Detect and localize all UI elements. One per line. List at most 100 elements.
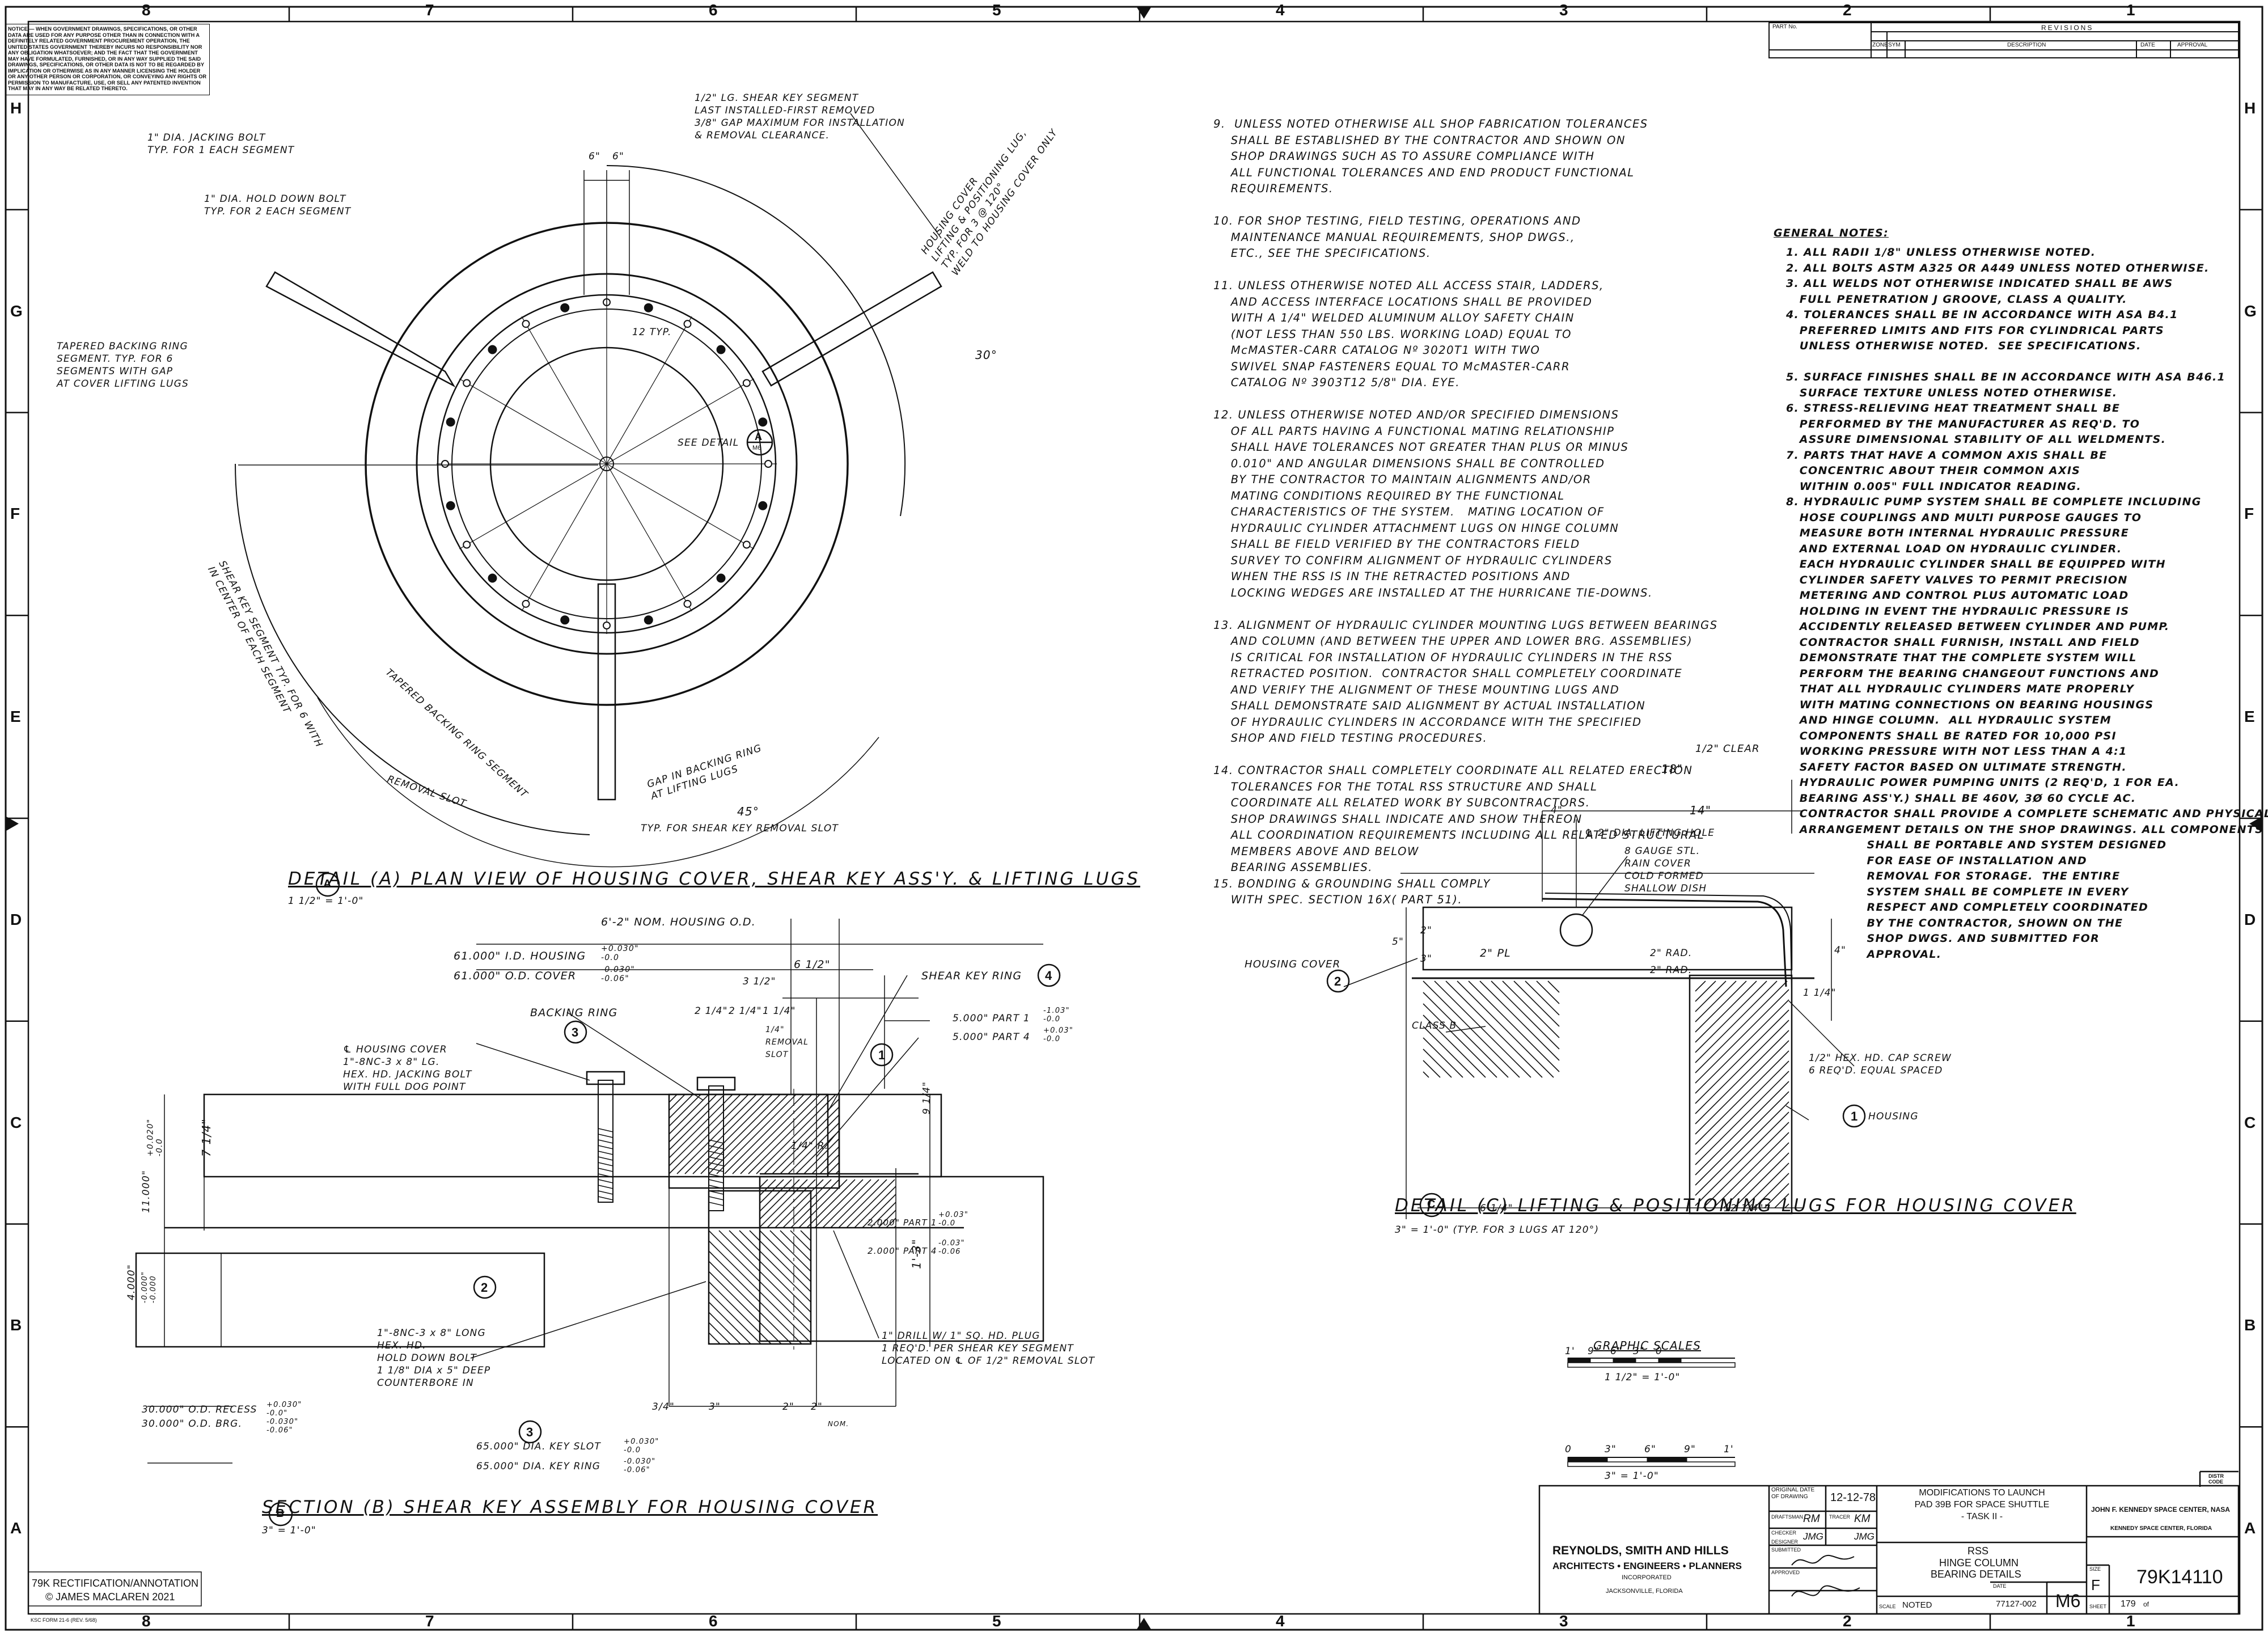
original-date: 12-12-78 bbox=[1830, 1491, 1876, 1504]
part4b-label: 2.000" PART 4 bbox=[868, 1246, 937, 1256]
dim-30-deg: 30° bbox=[975, 348, 998, 362]
job-number: 77127-002 bbox=[1996, 1599, 2037, 1609]
housing-label-c: HOUSING bbox=[1868, 1111, 1919, 1122]
detail-lifting-lugs bbox=[1343, 780, 1855, 1219]
dim-2b: 2" bbox=[811, 1401, 823, 1413]
bubble-b: B bbox=[276, 1507, 285, 1520]
zone-col-7-top: 7 bbox=[425, 1, 434, 19]
shear-key-ring-label: SHEAR KEY RING bbox=[921, 970, 1022, 982]
zone-col-4-bottom: 4 bbox=[1276, 1612, 1285, 1630]
dim-1-25: 1 1/4" bbox=[763, 1005, 796, 1017]
zone-col-6-bottom: 6 bbox=[709, 1612, 718, 1630]
key-ring-label: 65.000" DIA. KEY RING bbox=[476, 1461, 601, 1472]
part-no-label: PART No. bbox=[1772, 24, 1797, 30]
part1-label: 5.000" PART 1 bbox=[953, 1013, 1030, 1024]
part1b-tol: +0.03" -0.0 bbox=[938, 1211, 969, 1228]
hold-down-bolt-label: 1"-8NC-3 x 8" LONG HEX. HD. HOLD DOWN BO… bbox=[377, 1328, 491, 1389]
bubble-2: 2 bbox=[481, 1280, 488, 1295]
tol-11000: +0.020" -0.0 bbox=[146, 1118, 164, 1157]
nom-label: NOM. bbox=[828, 1420, 849, 1428]
rss-title: RSS bbox=[1967, 1545, 1989, 1557]
clear-label: 1/2" CLEAR bbox=[1695, 743, 1760, 755]
original-date-label: ORIGINAL DATE OF DRAWING bbox=[1771, 1487, 1815, 1500]
brg-label: 30.000" O.D. BRG. bbox=[142, 1418, 243, 1430]
dim-12-25: 12 1/4" bbox=[1724, 1203, 1764, 1214]
quarter-r: 1/4" R. bbox=[791, 1140, 829, 1152]
zone-col-1-top: 1 bbox=[2126, 1, 2135, 19]
checker: JMG bbox=[1854, 1531, 1875, 1542]
zone-row-E-left: E bbox=[10, 708, 21, 726]
zone-col-5-top: 5 bbox=[992, 1, 1001, 19]
dim-4000: 4.000" bbox=[125, 1264, 137, 1300]
size-label: SIZE bbox=[2089, 1566, 2101, 1572]
lifting-hole: ℄ 2" DIA. LIFTING HOLE bbox=[1585, 827, 1715, 839]
sheet-label: SHEET bbox=[2089, 1604, 2107, 1609]
bearing-title: BEARING DETAILS bbox=[1931, 1569, 2021, 1580]
firm-city: JACKSONVILLE, FLORIDA bbox=[1606, 1588, 1683, 1595]
od-tol: -0.030" -0.06" bbox=[601, 965, 635, 983]
zone-row-F-left: F bbox=[10, 505, 20, 523]
scale2-ticks-3: 9" bbox=[1684, 1444, 1696, 1455]
section-b-scale: 3" = 1'-0" bbox=[262, 1525, 316, 1536]
tracer-label: TRACER bbox=[1829, 1514, 1851, 1520]
revisions-col-zone: ZONE bbox=[1872, 42, 1888, 48]
drawing-number: 79K14110 bbox=[2136, 1566, 2223, 1588]
part1-tol: -1.03" -0.0 bbox=[1043, 1007, 1070, 1024]
revisions-col-description: DESCRIPTION bbox=[2007, 42, 2046, 48]
dim-7-25: 7 1/4" bbox=[199, 1118, 213, 1157]
draftsman-label: DRAFTSMAN bbox=[1771, 1514, 1803, 1520]
drawing-notes: 9. UNLESS NOTED OTHERWISE ALL SHOP FABRI… bbox=[1213, 117, 1718, 906]
key-ring-tol: -0.030" -0.06" bbox=[624, 1457, 656, 1474]
dim-3-5: 3 1/2" bbox=[743, 976, 776, 987]
revisions-col-approval: APPROVAL bbox=[2177, 42, 2208, 48]
sheet-number: 179 bbox=[2121, 1599, 2136, 1609]
dim-5c: 5" bbox=[1392, 936, 1404, 948]
tol-4000: -0.000" -0.000 bbox=[141, 1271, 158, 1304]
dim-6-5: 6 1/2" bbox=[794, 958, 831, 971]
size-value: F bbox=[2091, 1576, 2100, 1593]
dim-6-right: 6" bbox=[612, 151, 625, 162]
revisions-col-date: DATE bbox=[2140, 42, 2155, 48]
credits-line-1: 79K RECTIFICATION/ANNOTATION bbox=[32, 1578, 199, 1589]
dim-3c: 3" bbox=[1420, 953, 1433, 965]
jacking-bolt-note: 1" DIA. JACKING BOLT TYP. FOR 1 EACH SEG… bbox=[147, 132, 295, 156]
rain-cover-note: 8 GAUGE STL. RAIN COVER COLD FORMED SHAL… bbox=[1624, 846, 1707, 894]
graphic-scales bbox=[1567, 1358, 1736, 1467]
scale-2-label: 3" = 1'-0" bbox=[1605, 1470, 1659, 1482]
plan-view-housing-cover bbox=[235, 113, 942, 868]
bubble-a: A bbox=[755, 431, 762, 442]
scale1-ticks-1: 9" bbox=[1588, 1346, 1600, 1357]
removal-slot-label: 1/4" REMOVAL SLOT bbox=[765, 1025, 809, 1059]
rad-2-a: 2" RAD. bbox=[1650, 948, 1692, 959]
dim-2-25-b: 2 1/4" bbox=[729, 1005, 762, 1017]
zone-row-B-right: B bbox=[2244, 1316, 2256, 1334]
detail-a-caption: DETAIL (A) PLAN VIEW OF HOUSING COVER, S… bbox=[288, 869, 1140, 889]
zone-col-4-top: 4 bbox=[1276, 1, 1285, 19]
dim-6-left: 6" bbox=[589, 151, 601, 162]
zone-row-D-left: D bbox=[10, 910, 22, 928]
scale2-ticks-0: 0 bbox=[1565, 1444, 1572, 1455]
zone-col-5-bottom: 5 bbox=[992, 1612, 1001, 1630]
bubble-c: C bbox=[1427, 1198, 1436, 1211]
zone-col-3-bottom: 3 bbox=[1559, 1612, 1568, 1630]
designer-label: DESIGNER bbox=[1771, 1539, 1799, 1545]
zone-row-H-left: H bbox=[10, 99, 22, 117]
agency-name: JOHN F. KENNEDY SPACE CENTER, NASA bbox=[2091, 1506, 2230, 1514]
revisions-col-sym: SYM bbox=[1888, 42, 1901, 48]
scale2-ticks-2: 6" bbox=[1644, 1444, 1657, 1455]
zone-row-H-right: H bbox=[2244, 99, 2256, 117]
typ-12: 12 TYP. bbox=[632, 327, 672, 338]
bubble-3b: 3 bbox=[526, 1425, 534, 1439]
dim-11000: 11.000" bbox=[140, 1170, 152, 1213]
tracer: KM bbox=[1854, 1513, 1871, 1525]
dim-3-4: 3/4" bbox=[652, 1401, 675, 1413]
section-b-caption: SECTION (B) SHEAR KEY ASSEMBLY FOR HOUSI… bbox=[262, 1497, 878, 1517]
firm-inc: INCORPORATED bbox=[1622, 1574, 1672, 1581]
scale2-ticks-1: 3" bbox=[1605, 1444, 1617, 1455]
part4-tol: +0.03" -0.0 bbox=[1043, 1026, 1074, 1043]
project-title: MODIFICATIONS TO LAUNCH PAD 39B FOR SPAC… bbox=[1914, 1488, 2050, 1521]
rad-2-b: 2" RAD. bbox=[1650, 965, 1692, 976]
zone-row-C-right: C bbox=[2244, 1113, 2256, 1131]
bubble-3: 3 bbox=[572, 1025, 579, 1039]
